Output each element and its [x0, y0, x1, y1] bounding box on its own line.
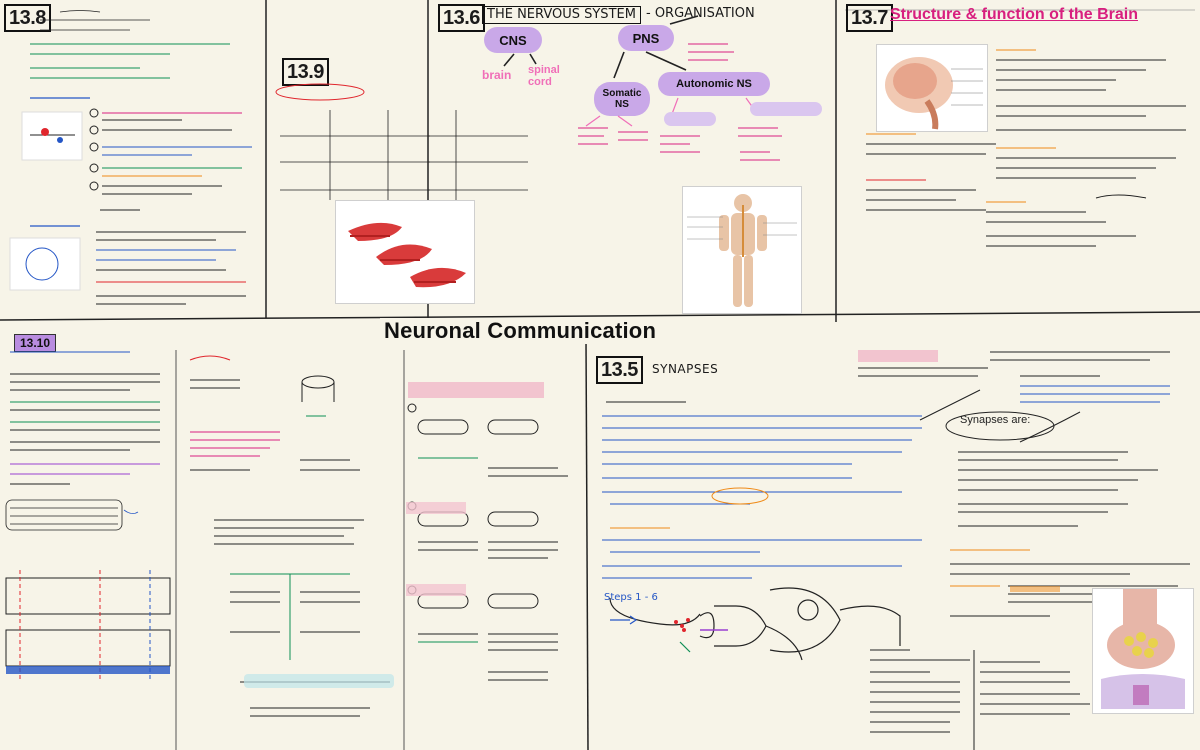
- sliding-filament-stages: [406, 382, 568, 681]
- cns-node: CNS: [484, 27, 542, 53]
- synapses-heading: SYNAPSES: [652, 362, 719, 376]
- panel-13-10-notes: [5, 351, 394, 717]
- panel-13-8-number: 13.8: [4, 4, 51, 32]
- page-title: Neuronal Communication: [380, 318, 661, 344]
- panel-13-5-number: 13.5: [596, 356, 643, 384]
- pns-node: PNS: [618, 25, 674, 51]
- human-body-diagram: [682, 186, 802, 314]
- synapses-are-label: Synapses are:: [960, 414, 1031, 426]
- brain-notes: [866, 49, 1186, 247]
- panel-13-9-table: [275, 83, 430, 200]
- nervous-system-arrows: [503, 15, 822, 161]
- brain-label: brain: [482, 68, 512, 82]
- panel-13-9-table-right: [428, 110, 528, 200]
- panel-13-6-number: 13.6: [438, 4, 485, 32]
- synapse-summary: [858, 350, 1190, 750]
- steps-label: Steps 1 - 6: [604, 592, 658, 603]
- panel-13-7-number: 13.7: [846, 4, 893, 32]
- nervous-system-heading: THE NERVOUS SYSTEM: [482, 6, 641, 24]
- brain-heading: Structure & function of the Brain: [890, 6, 1138, 23]
- muscle-tissue-image: [335, 200, 475, 304]
- spinal-cord-label: spinal cord: [528, 64, 560, 88]
- panel-13-9-number: 13.9: [282, 58, 329, 86]
- synapse-steps-text: [602, 401, 922, 661]
- somatic-ns-node: Somatic NS: [594, 82, 650, 116]
- panel-13-8-scribbles: [9, 10, 252, 305]
- autonomic-ns-node: Autonomic NS: [658, 72, 770, 96]
- synapse-photo: [1092, 588, 1194, 714]
- organisation-subheading: - ORGANISATION: [646, 6, 755, 21]
- brain-diagram: [876, 44, 988, 132]
